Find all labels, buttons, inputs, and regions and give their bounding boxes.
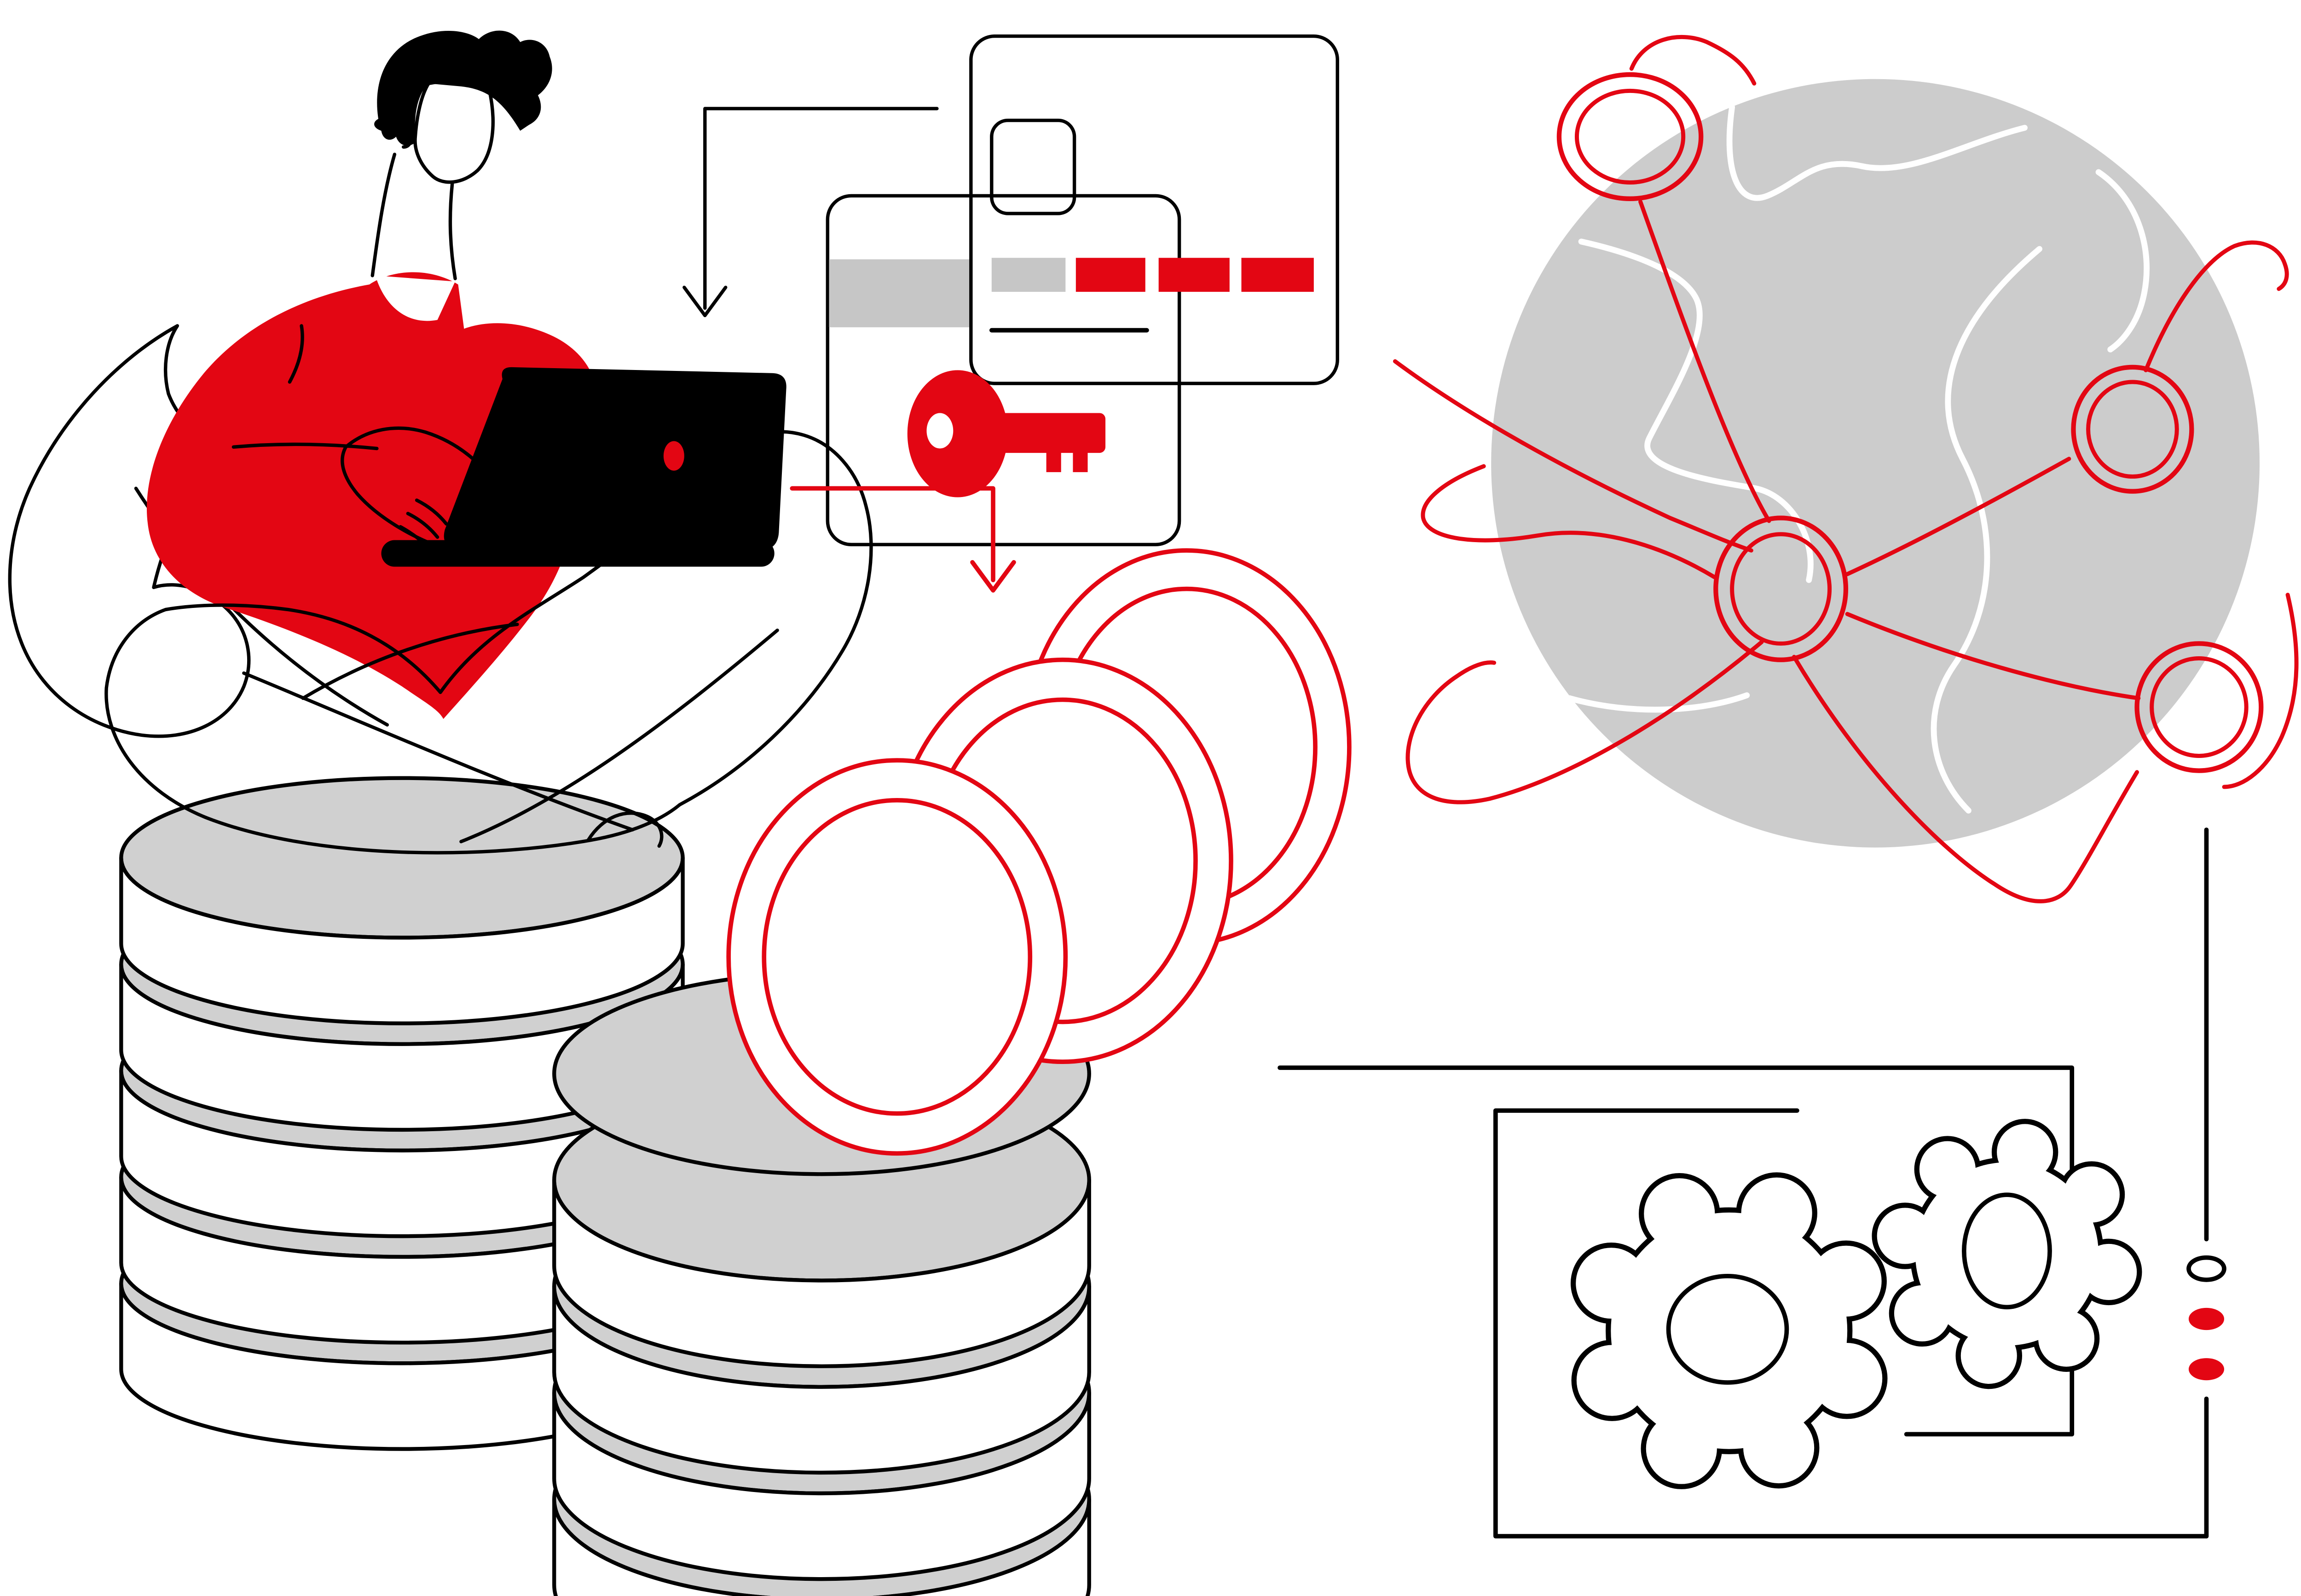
key-shaft — [987, 413, 1106, 453]
key-icon — [907, 370, 1106, 497]
neck-line — [448, 182, 457, 280]
continent-lines — [1566, 104, 2150, 814]
leg-contour-line — [242, 671, 635, 832]
key-head — [907, 370, 1008, 497]
person — [8, 30, 873, 855]
gear-body — [1877, 1124, 2137, 1384]
neck-line — [370, 152, 397, 278]
globe-network — [1393, 35, 2299, 903]
disk — [119, 776, 685, 1025]
card-red-stripe-1 — [1075, 258, 1145, 292]
laptop-lid — [444, 367, 786, 551]
frame-left-bottom — [1493, 1108, 2209, 1538]
laptop-logo-dot — [663, 441, 684, 471]
finger-line — [399, 525, 432, 551]
coin — [726, 758, 1068, 1156]
network-links — [1393, 35, 2299, 903]
back-card — [969, 34, 1339, 385]
disk-stack-right — [552, 971, 1091, 1596]
network-node — [2134, 641, 2264, 773]
gear-frame — [1493, 827, 2226, 1538]
foot-line — [586, 811, 664, 848]
orbit-right-edge — [2222, 592, 2299, 789]
red-arrow-line — [790, 486, 995, 583]
sweater-seam-line — [288, 324, 304, 384]
orbit-bottom-swoosh — [1792, 654, 2139, 903]
front-card — [826, 194, 1181, 546]
card-red-stripe-3 — [1241, 258, 1314, 292]
orbit-left-upper — [1393, 359, 1753, 553]
person-chest — [375, 275, 456, 321]
person-legs — [104, 430, 873, 855]
person-hand — [341, 426, 511, 556]
network-node — [1713, 515, 1849, 662]
orbit-left-lower-loop — [1405, 640, 1764, 804]
gear-hole — [1962, 1192, 2052, 1310]
leg-contour-line — [301, 622, 519, 700]
person-hair — [374, 30, 552, 146]
link-line — [1845, 612, 2141, 700]
red-arrow-head-icon — [970, 560, 1016, 593]
gear-large — [1570, 1172, 1888, 1489]
continent-line — [1726, 104, 2028, 201]
neck-lines — [370, 152, 457, 280]
disk-stack-left — [119, 776, 685, 1451]
card-chip-icon — [990, 118, 1076, 215]
network-nodes — [1556, 72, 2264, 773]
network-node — [1556, 72, 1704, 201]
black-arrow-head-icon — [682, 285, 728, 318]
ear-line — [396, 125, 413, 149]
globe — [1491, 79, 2260, 848]
key-tooth-2 — [1073, 450, 1088, 472]
key-hole — [926, 413, 954, 449]
continent-line — [1578, 238, 1814, 583]
gear-small — [1872, 1119, 2142, 1389]
link-line — [1638, 199, 1771, 523]
status-dot-red — [2188, 1307, 2225, 1330]
credit-cards — [826, 34, 1339, 546]
leg-contours — [242, 622, 779, 848]
link-line — [1845, 457, 2071, 576]
orbit-hook-right — [2144, 240, 2289, 372]
finger-line — [415, 498, 448, 526]
red-flow-arrow — [790, 486, 1016, 593]
leg-contour-line — [459, 628, 779, 844]
hand-fingers — [399, 498, 448, 551]
continent-line — [2095, 169, 2150, 353]
card-gray-stripe — [991, 258, 1066, 292]
coins — [726, 548, 1352, 1156]
black-arrow-line — [703, 107, 939, 310]
network-node — [2071, 364, 2194, 494]
key-tooth-1 — [1046, 450, 1061, 472]
continent-line — [1931, 246, 2043, 814]
card-red-stripe-2 — [1158, 258, 1230, 292]
front-card-magstripe — [829, 259, 971, 328]
finger-line — [406, 512, 439, 539]
orbit-left-loop — [1421, 464, 1717, 579]
status-dot-red — [2188, 1358, 2225, 1381]
black-flow-arrow — [682, 107, 939, 318]
status-dot-outline — [2186, 1255, 2226, 1282]
sweater-seams — [231, 324, 379, 451]
laptop-keyboard — [381, 540, 775, 567]
continent-line — [1566, 692, 1750, 713]
sweater-seam-line — [231, 442, 379, 451]
gear-hole — [1666, 1274, 1789, 1385]
gear-body — [1576, 1177, 1883, 1484]
orbit-hook-top — [1629, 35, 1757, 86]
